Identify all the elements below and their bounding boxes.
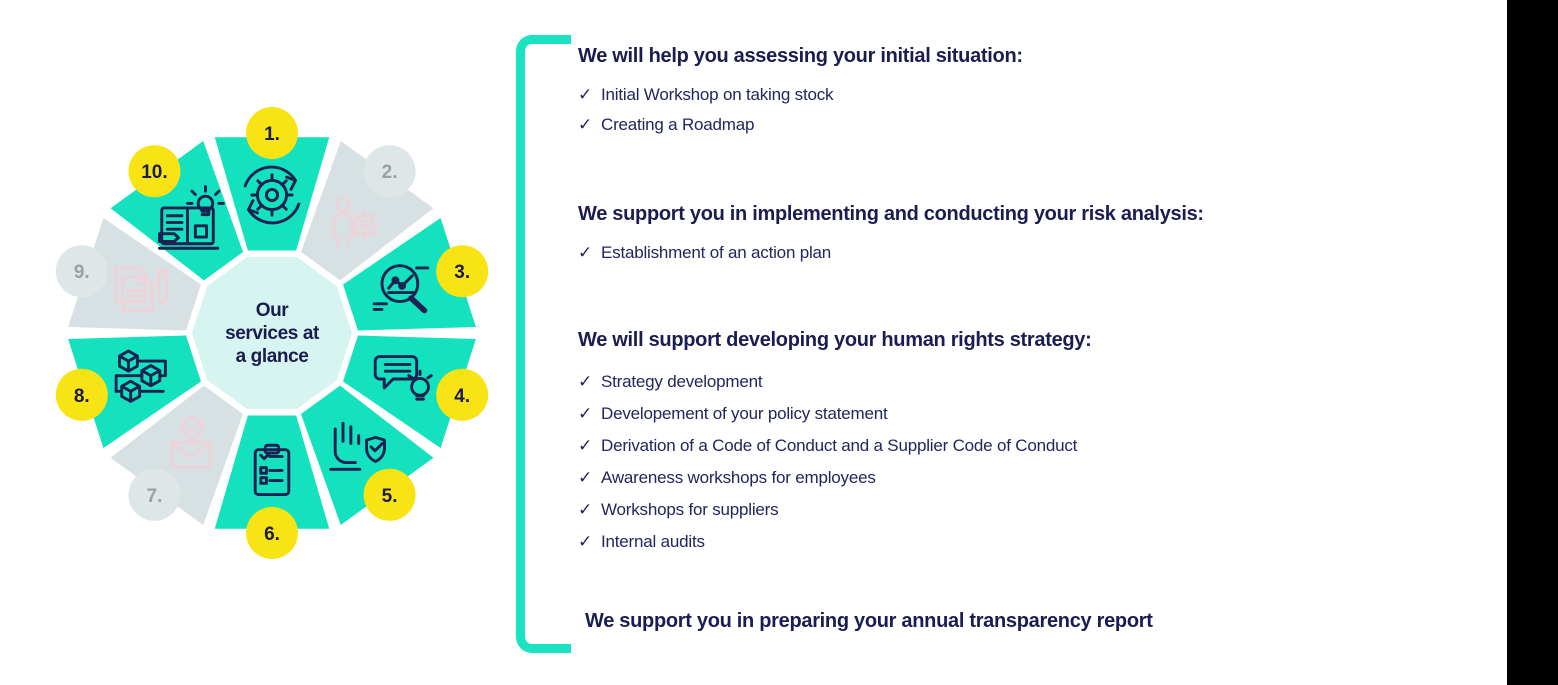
- bracket-decoration: [516, 35, 571, 653]
- check-icon: ✓: [578, 468, 593, 487]
- segment-number-badge: 1.: [246, 107, 298, 159]
- segment-number: 3.: [454, 262, 470, 283]
- wheel-segment-8: [68, 335, 201, 448]
- section-transparency-report: We support you in preparing your annual …: [585, 609, 1465, 633]
- checklist: ✓ Establishment of an action plan: [578, 238, 1458, 268]
- list-item-text: Strategy development: [601, 372, 763, 391]
- wheel-segment-6: [214, 415, 330, 529]
- check-icon: ✓: [578, 243, 593, 262]
- list-item-text: Workshops for suppliers: [601, 500, 779, 519]
- check-icon: ✓: [578, 372, 593, 391]
- segment-number: 9.: [74, 262, 90, 283]
- section-heading: We support you in preparing your annual …: [585, 610, 1153, 632]
- chart-magnifier-icon: [372, 264, 430, 314]
- section-heading: We will support developing your human ri…: [578, 329, 1092, 351]
- book-lightbulb-icon: [158, 185, 225, 250]
- segment-number-badge: 9.: [55, 245, 108, 298]
- segment-number: 7.: [147, 486, 163, 507]
- segment-number: 5.: [382, 486, 398, 507]
- list-item-text: Internal audits: [601, 532, 705, 551]
- section-human-rights-strategy: We will support developing your human ri…: [578, 328, 1458, 558]
- list-item: ✓ Strategy development: [578, 366, 1458, 398]
- list-item-text: Awareness workshops for employees: [601, 468, 876, 487]
- checklist: ✓ Strategy development ✓ Developement of y…: [578, 366, 1458, 558]
- wheel-segment-9: [68, 218, 201, 331]
- segment-number-badge: 7.: [128, 468, 181, 521]
- check-icon: ✓: [578, 436, 593, 455]
- envelope-check-icon: [170, 416, 212, 469]
- wheel-segment-10: [110, 140, 244, 281]
- clipboard-checklist-icon: [253, 443, 291, 496]
- wheel-center: [192, 256, 352, 410]
- check-icon: ✓: [578, 404, 593, 423]
- check-icon: ✓: [578, 532, 593, 551]
- section-initial-situation: We will help you assessing your initial …: [578, 44, 1458, 140]
- list-item-text: Initial Workshop on taking stock: [601, 85, 834, 104]
- list-item-text: Establishment of an action plan: [601, 243, 832, 262]
- segment-number-badge: 4.: [436, 368, 489, 421]
- segment-number: 10.: [141, 162, 167, 183]
- list-item: ✓ Derivation of a Code of Conduct and a S…: [578, 430, 1458, 462]
- person-gear-icon: [332, 196, 380, 248]
- segment-number-badge: 2.: [363, 145, 416, 198]
- segment-number: 1.: [264, 124, 280, 145]
- speech-lightbulb-icon: [373, 355, 433, 401]
- check-icon: ✓: [578, 500, 593, 519]
- section-heading: We will help you assessing your initial …: [578, 45, 1023, 67]
- checklist: ✓ Initial Workshop on taking stock ✓ Creat…: [578, 80, 1458, 140]
- wheel-segment-1: [214, 137, 330, 251]
- list-item: ✓ Workshops for suppliers: [578, 494, 1458, 526]
- segment-number: 8.: [74, 386, 90, 407]
- list-item: ✓ Initial Workshop on taking stock: [578, 80, 1458, 110]
- segment-number: 2.: [382, 162, 398, 183]
- segment-number: 6.: [264, 524, 280, 545]
- list-item: ✓ Awareness workshops for employees: [578, 462, 1458, 494]
- segment-number-badge: 5.: [363, 468, 416, 521]
- section-heading: We support you in implementing and condu…: [578, 203, 1204, 225]
- segment-number: 4.: [454, 386, 470, 407]
- hand-shield-icon: [329, 421, 386, 471]
- check-icon: ✓: [578, 115, 593, 134]
- right-black-bar: [1507, 0, 1558, 685]
- wheel-segment-7: [110, 385, 244, 526]
- section-risk-analysis: We support you in implementing and condu…: [578, 202, 1458, 268]
- list-item: ✓ Developement of your policy statement: [578, 398, 1458, 430]
- list-item: ✓ Establishment of an action plan: [578, 238, 1458, 268]
- list-item-text: Creating a Roadmap: [601, 115, 755, 134]
- cubes-network-icon: [114, 349, 167, 403]
- list-item: ✓ Internal audits: [578, 526, 1458, 558]
- list-item: ✓ Creating a Roadmap: [578, 110, 1458, 140]
- segment-number-badge: 3.: [436, 245, 489, 298]
- documents-pencil-icon: [114, 266, 168, 312]
- wheel-segment-2: [300, 140, 434, 281]
- segment-number-badge: 10.: [128, 145, 181, 198]
- check-icon: ✓: [578, 85, 593, 104]
- segment-number-badge: 8.: [55, 368, 108, 421]
- segment-number-badge: 6.: [246, 507, 298, 559]
- gear-cycle-icon: [243, 165, 301, 225]
- list-item-text: Derivation of a Code of Conduct and a Su…: [601, 436, 1078, 455]
- list-item-text: Developement of your policy statement: [601, 404, 888, 423]
